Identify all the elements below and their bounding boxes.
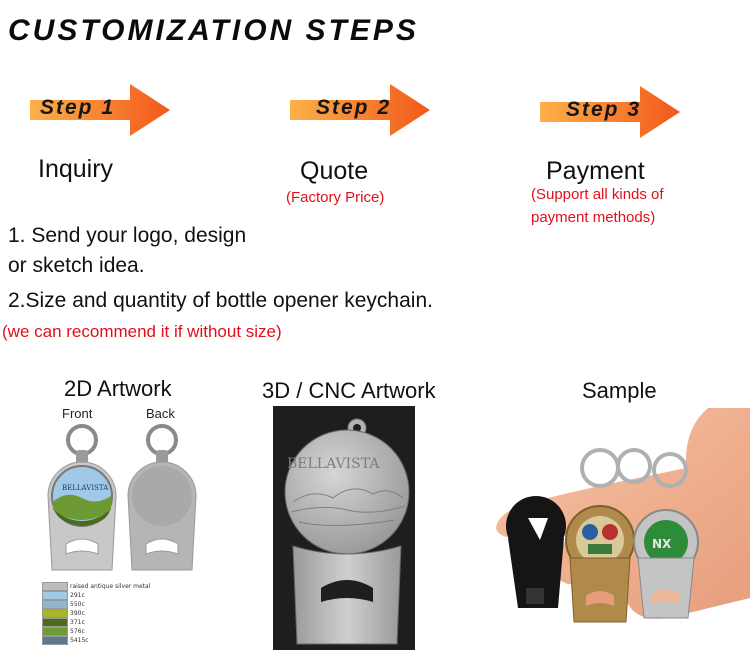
front-logo-text: BELLAVISTA [62, 484, 109, 492]
sample-photo: NX [496, 408, 750, 623]
front-opener-illustration: BELLAVISTA [47, 424, 117, 571]
color-swatch [42, 582, 68, 591]
step-3-name: Payment [546, 157, 645, 185]
color-swatch [42, 600, 68, 609]
requirement-1-line1: 1. Send your logo, design [8, 224, 247, 247]
step-2-arrow: Step 2 [290, 82, 440, 138]
sample-title: Sample [582, 378, 657, 403]
step-2-label: Step 2 [316, 96, 392, 119]
arrow-icon [30, 84, 170, 136]
artwork-3d-render: BELLAVISTA [273, 406, 415, 650]
sample-bronze-opener [565, 505, 635, 623]
requirement-1-line2: or sketch idea. [8, 254, 145, 277]
sample-silver-opener: NX [633, 509, 699, 619]
sample-black-opener [506, 496, 566, 608]
color-legend-row: raised antique silver metal [42, 582, 150, 591]
color-legend-row: 5415c [42, 636, 150, 645]
step-3-note-line1: (Support all kinds of [531, 186, 664, 203]
arrow-icon [290, 84, 430, 136]
step-3-note-line2: payment methods) [531, 209, 656, 226]
color-legend-row: 371c [42, 618, 150, 627]
back-opener-illustration [127, 424, 197, 571]
color-legend-row: 291c [42, 591, 150, 600]
artwork-2d-front-label: Front [62, 406, 93, 421]
step-1-name: Inquiry [38, 155, 114, 183]
step-2-note: (Factory Price) [286, 189, 385, 206]
color-swatch [42, 609, 68, 618]
artwork-2d-drawing: BELLAVISTA [47, 424, 197, 571]
color-legend-row: 576c [42, 627, 150, 636]
artwork-2d-back-label: Back [146, 406, 175, 421]
svg-text:NX: NX [652, 537, 672, 551]
color-swatch [42, 618, 68, 627]
color-swatch [42, 627, 68, 636]
step-3-arrow: Step 3 [540, 84, 690, 140]
color-swatch [42, 636, 68, 645]
step-1-label: Step 1 [40, 96, 116, 119]
color-legend-row: 390c [42, 609, 150, 618]
page-title: CUSTOMIZATION STEPS [8, 14, 419, 47]
step-1-arrow: Step 1 [30, 82, 180, 138]
step-2-name: Quote [300, 157, 369, 185]
3d-logo-text: BELLAVISTA [287, 456, 380, 472]
artwork-3d-title: 3D / CNC Artwork [262, 378, 436, 403]
requirement-2: 2.Size and quantity of bottle opener key… [8, 289, 433, 312]
requirement-note: (we can recommend it if without size) [2, 322, 282, 341]
color-legend: raised antique silver metal 291c 550c 39… [42, 582, 150, 645]
color-swatch [42, 591, 68, 600]
artwork-2d-title: 2D Artwork [64, 376, 172, 401]
arrow-icon [540, 86, 680, 138]
step-3-label: Step 3 [566, 98, 642, 121]
color-legend-row: 550c [42, 600, 150, 609]
